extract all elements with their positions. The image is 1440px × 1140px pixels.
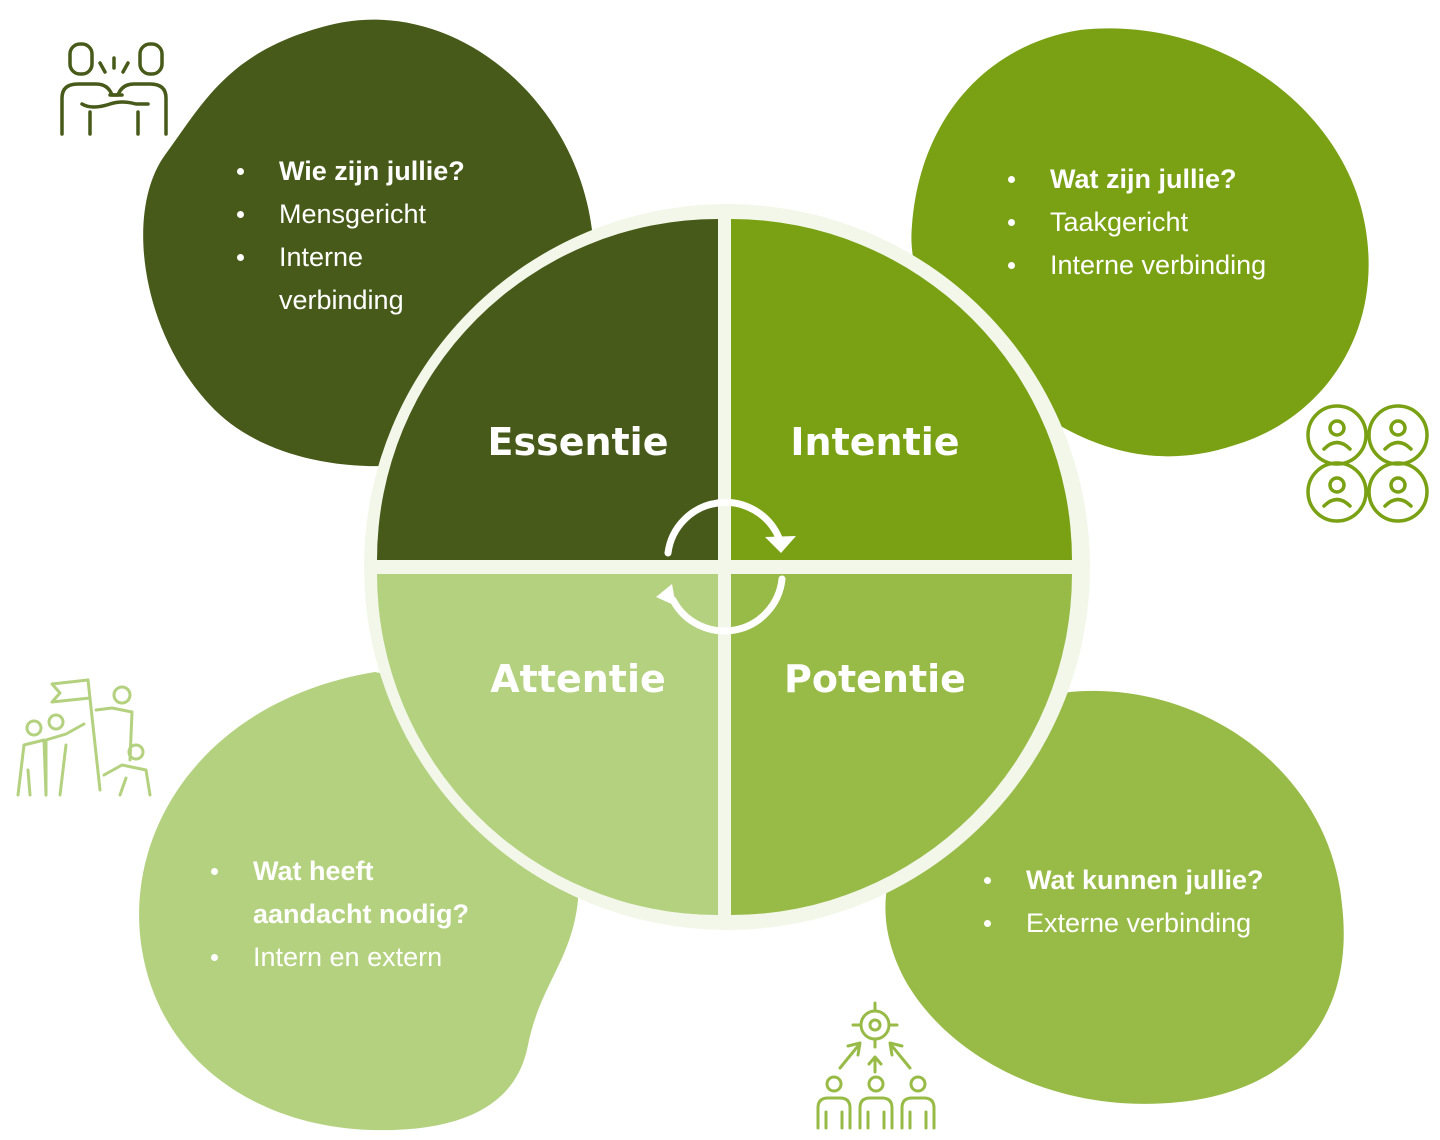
- essentie-label: Essentie: [488, 420, 669, 464]
- attentie-question: Wat heeft aandacht nodig?: [211, 850, 531, 936]
- essentie-item: Interne verbinding: [237, 236, 537, 322]
- essentie-quadrant: [377, 219, 718, 560]
- intentie-label: Intentie: [790, 420, 959, 464]
- fist-bump-icon: [60, 42, 168, 136]
- potentie-quadrant: [731, 574, 1072, 915]
- circular-arrows-icon: [656, 498, 796, 635]
- attentie-item: Intern en extern: [211, 936, 531, 979]
- attentie-quadrant: [377, 574, 718, 915]
- potentie-item: Externe verbinding: [984, 902, 1314, 945]
- essentie-bullets: Wie zijn jullie? Mensgericht Interne verb…: [237, 150, 537, 322]
- attentie-bullets: Wat heeft aandacht nodig? Intern en exter…: [211, 850, 531, 979]
- intentie-question: Wat zijn jullie?: [1008, 158, 1328, 201]
- intentie-item: Interne verbinding: [1008, 244, 1328, 287]
- attentie-question-line: aandacht nodig?: [253, 899, 469, 929]
- attentie-label: Attentie: [490, 657, 666, 701]
- essentie-question: Wie zijn jullie?: [237, 150, 537, 193]
- essentie-item-line: Interne: [279, 242, 364, 272]
- attentie-question-line: Wat heeft: [253, 856, 374, 886]
- essentie-item-line: verbinding: [279, 285, 404, 315]
- potentie-bullets: Wat kunnen jullie? Externe verbinding: [984, 859, 1314, 945]
- intentie-item: Taakgericht: [1008, 201, 1328, 244]
- intentie-quadrant: [731, 219, 1072, 560]
- intentie-blob: [911, 28, 1369, 457]
- connected-people-icon: [1306, 404, 1429, 523]
- potentie-label: Potentie: [784, 657, 966, 701]
- intentie-bullets: Wat zijn jullie? Taakgericht Interne ver…: [1008, 158, 1328, 287]
- potentie-question: Wat kunnen jullie?: [984, 859, 1314, 902]
- target-group-icon: [816, 1001, 936, 1130]
- team-flag-icon: [16, 678, 152, 797]
- essentie-item: Mensgericht: [237, 193, 537, 236]
